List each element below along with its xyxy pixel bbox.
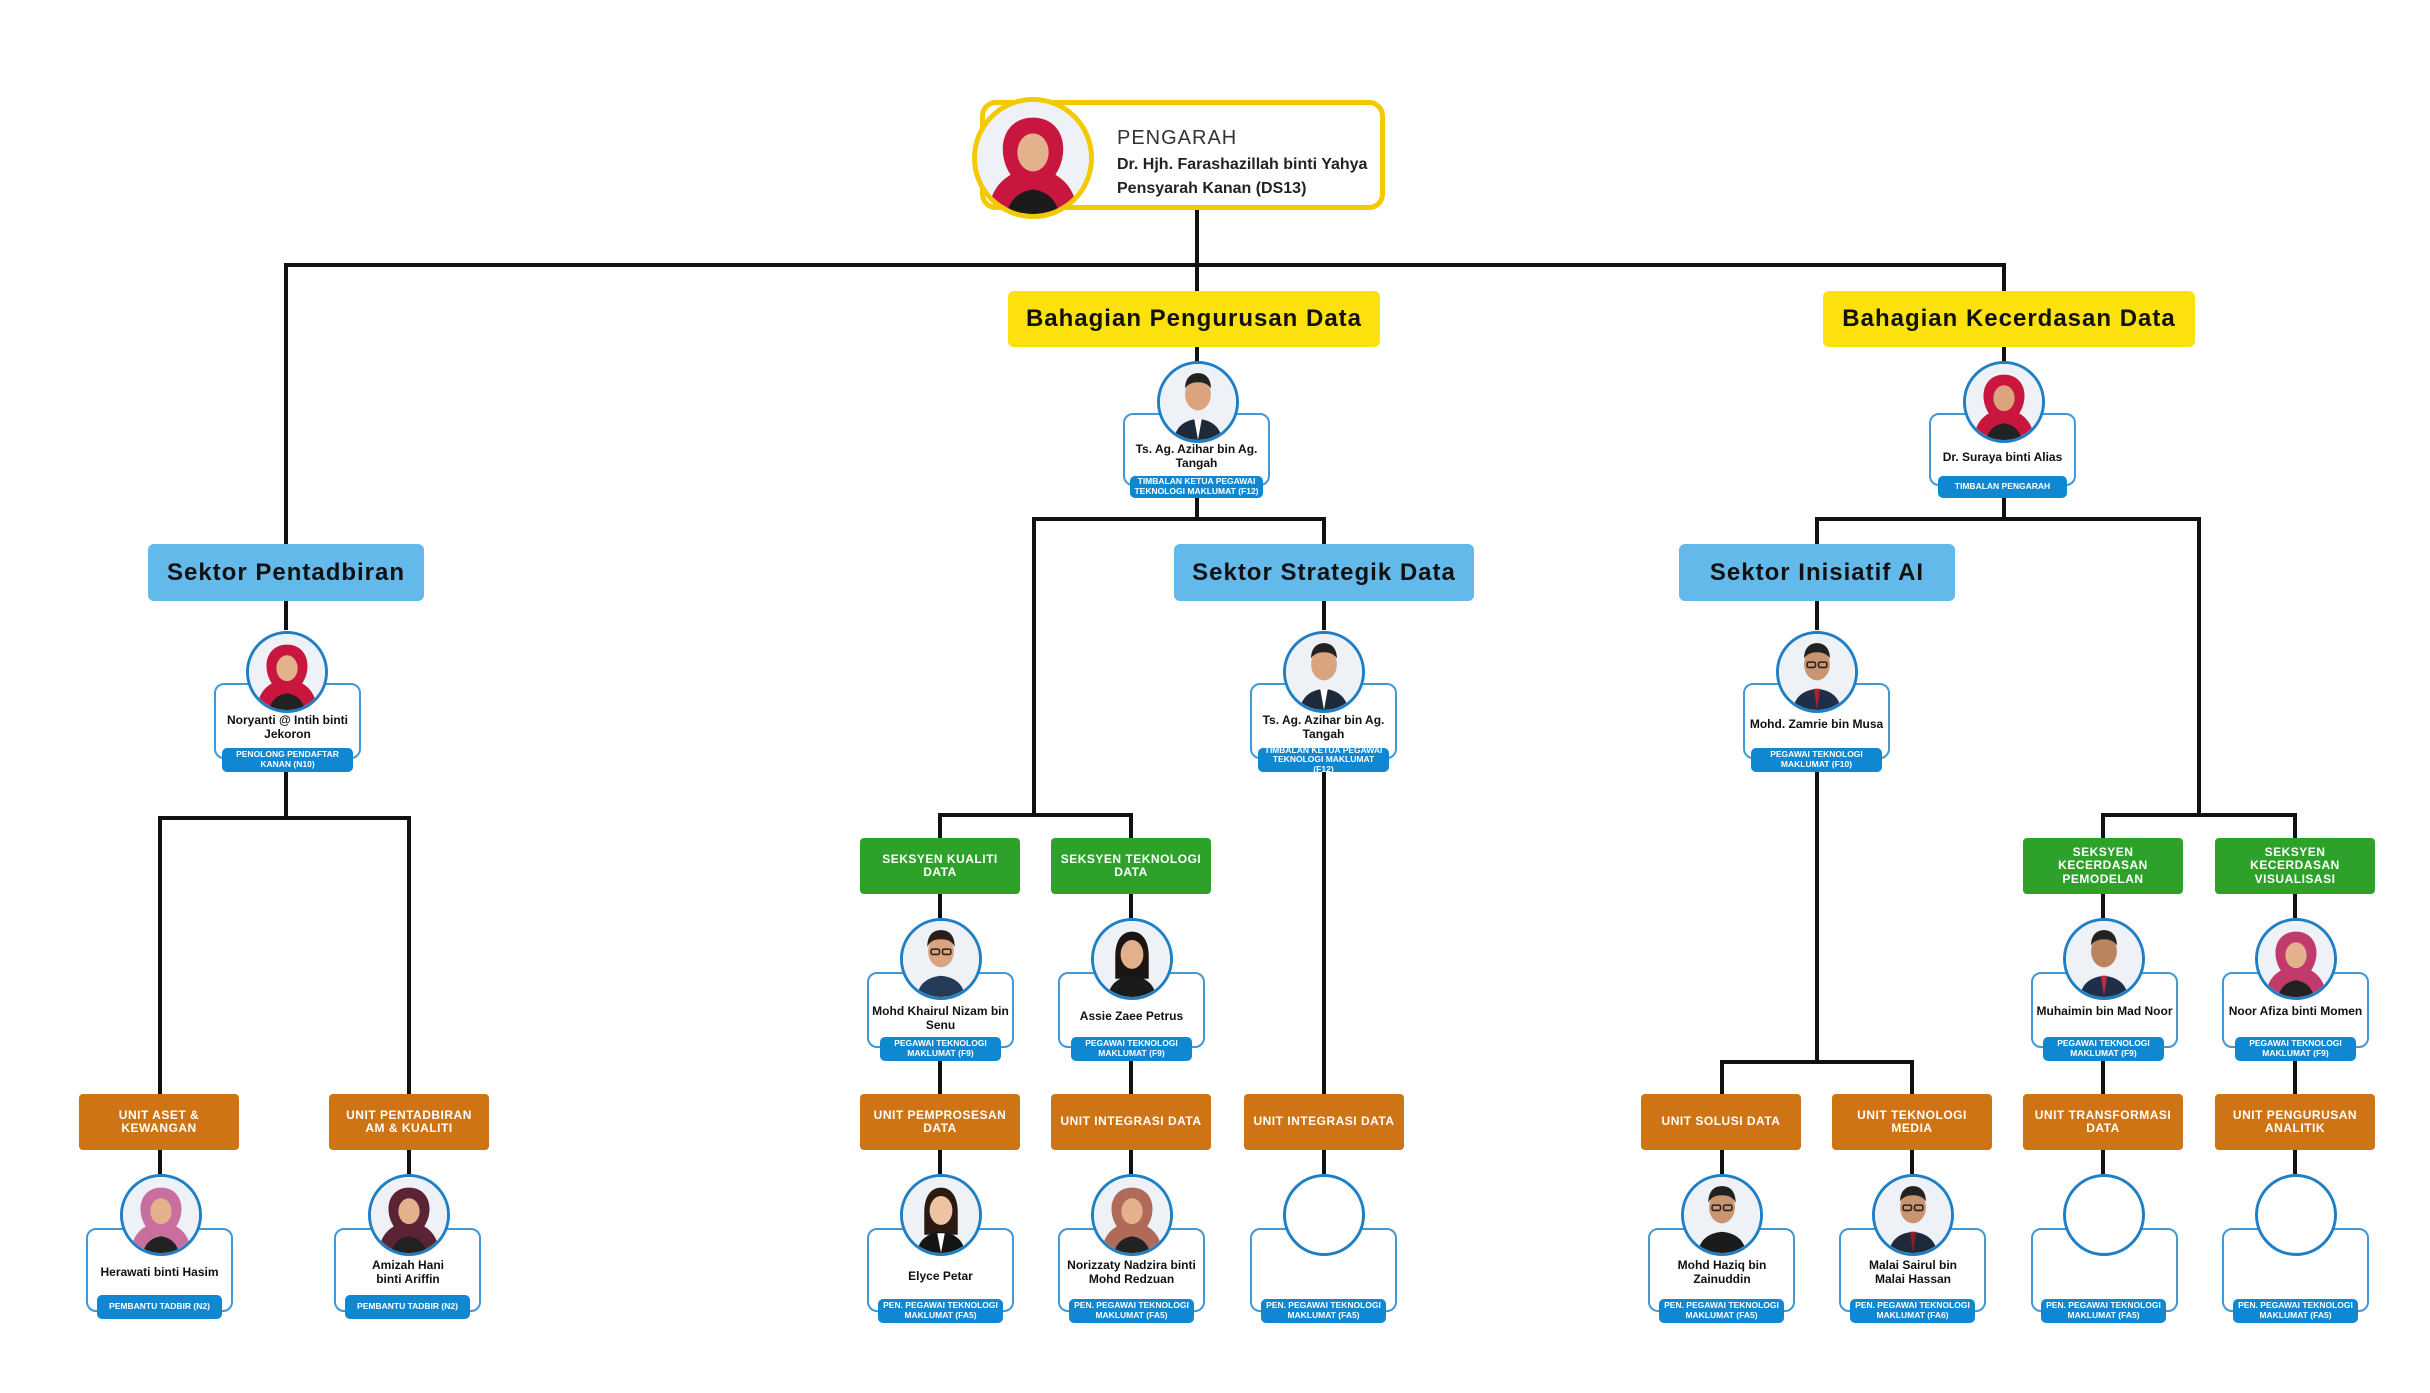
unit-box-integration-2: UNIT INTEGRASI DATA [1244,1094,1404,1150]
director-name: Dr. Hjh. Farashazillah binti Yahya [1117,156,1368,173]
person-male-icon [2066,921,2142,997]
unit-box-integration-1: UNIT INTEGRASI DATA [1051,1094,1211,1150]
unit-box-analytics-management: UNIT PENGURUSAN ANALITIK [2215,1094,2375,1150]
avatar-assets-staff [120,1174,202,1256]
unit-box-data-solution: UNIT SOLUSI DATA [1641,1094,1801,1150]
person-female-hijab-icon [249,634,325,710]
person-male-glasses-icon [1875,1177,1951,1253]
person-female-hijab-icon [1094,1177,1170,1253]
person-female-hijab-icon [371,1177,447,1253]
person-name-deputy-intel: Dr. Suraya binti Alias [1942,450,2063,464]
person-name-processing-staff: Elyce Petar [908,1269,973,1283]
avatar-placeholder-integration-staff-2 [1283,1174,1365,1256]
person-name-media-staff: Malai Sairul bin Malai Hassan [1868,1258,1958,1286]
person-title-visual-head: PEGAWAI TEKNOLOGI MAKLUMAT (F9) [2235,1037,2356,1061]
person-name-solution-staff: Mohd Haziq bin Zainuddin [1677,1258,1767,1286]
avatar-integration-staff-1 [1091,1174,1173,1256]
person-name-strategy-head: Ts. Ag. Azihar bin Ag. Tangah [1262,713,1385,741]
director-avatar [972,97,1094,219]
person-title-strategy-head: TIMBALAN KETUA PEGAWAI TEKNOLOGI MAKLUMA… [1258,745,1389,774]
person-title-media-staff: PEN. PEGAWAI TEKNOLOGI MAKLUMAT (FA6) [1850,1299,1975,1323]
person-title-deputy-data-mgmt: TIMBALAN KETUA PEGAWAI TEKNOLOGI MAKLUMA… [1130,476,1263,498]
avatar-deputy-data-mgmt [1157,361,1239,443]
person-female-hijab-icon [1966,364,2042,440]
person-title-model-head: PEGAWAI TEKNOLOGI MAKLUMAT (F9) [2043,1037,2164,1061]
unit-box-general-admin-quality: UNIT PENTADBIRAN AM & KUALITI [329,1094,489,1150]
person-female-hijab-icon [123,1177,199,1253]
avatar-media-staff [1872,1174,1954,1256]
person-male-icon [1160,364,1236,440]
person-title-integration-staff-1: PEN. PEGAWAI TEKNOLOGI MAKLUMAT (FA5) [1069,1299,1194,1323]
unit-box-data-processing: UNIT PEMPROSESAN DATA [860,1094,1020,1150]
person-name-model-head: Muhaimin bin Mad Noor [2036,1004,2173,1018]
connector-admin-split [158,768,288,1097]
person-female-icon [1094,921,1170,997]
person-name-admin-head: Noryanti @ Intih binti Jekoron [226,713,349,741]
sector-banner-administration: Sektor Pentadbiran [148,544,424,601]
section-box-visualisation-intelligence: SEKSYEN KECERDASAN VISUALISASI [2215,838,2375,894]
avatar-quality-head [900,918,982,1000]
division-banner-data-intelligence: Bahagian Kecerdasan Data [1823,291,2195,347]
avatar-ai-head [1776,631,1858,713]
sector-banner-data-strategy: Sektor Strategik Data [1174,544,1474,601]
person-male-glasses-icon [1684,1177,1760,1253]
avatar-admin-staff [368,1174,450,1256]
division-banner-data-management: Bahagian Pengurusan Data [1008,291,1380,347]
person-name-visual-head: Noor Afiza binti Momen [2228,1004,2363,1018]
avatar-model-head [2063,918,2145,1000]
unit-box-data-transformation: UNIT TRANSFORMASI DATA [2023,1094,2183,1150]
person-title-ai-head: PEGAWAI TEKNOLOGI MAKLUMAT (F10) [1751,748,1882,772]
person-name-quality-head: Mohd Khairul Nizam bin Senu [872,1004,1009,1032]
avatar-admin-head [246,631,328,713]
avatar-visual-head [2255,918,2337,1000]
person-title-transformation-staff: PEN. PEGAWAI TEKNOLOGI MAKLUMAT (FA5) [2041,1299,2166,1323]
person-title-processing-staff: PEN. PEGAWAI TEKNOLOGI MAKLUMAT (FA5) [878,1299,1003,1323]
person-female-hijab-icon [977,102,1089,214]
unit-box-media-technology: UNIT TEKNOLOGI MEDIA [1832,1094,1992,1150]
section-box-data-technology: SEKSYEN TEKNOLOGI DATA [1051,838,1211,894]
avatar-deputy-intel [1963,361,2045,443]
avatar-placeholder-analytics-staff [2255,1174,2337,1256]
person-male-glasses-icon [1779,634,1855,710]
section-box-modelling-intelligence: SEKSYEN KECERDASAN PEMODELAN [2023,838,2183,894]
person-title-admin-staff: PEMBANTU TADBIR (N2) [345,1295,470,1319]
avatar-processing-staff [900,1174,982,1256]
person-name-ai-head: Mohd. Zamrie bin Musa [1749,717,1884,731]
section-box-data-quality: SEKSYEN KUALITI DATA [860,838,1020,894]
avatar-strategy-head [1283,631,1365,713]
person-title-deputy-intel: TIMBALAN PENGARAH [1938,476,2067,498]
person-name-assets-staff: Herawati binti Hasim [100,1265,219,1279]
person-female-hijab-icon [2258,921,2334,997]
person-name-admin-staff: Amizah Hani binti Ariffin [371,1258,444,1286]
director-grade: Pensyarah Kanan (DS13) [1117,180,1307,197]
director-text: PENGARAH Dr. Hjh. Farashazillah binti Ya… [1117,127,1367,198]
person-male-icon [1286,634,1362,710]
avatar-tech-head [1091,918,1173,1000]
person-name-deputy-data-mgmt: Ts. Ag. Azihar bin Ag. Tangah [1135,442,1258,470]
avatar-solution-staff [1681,1174,1763,1256]
person-name-tech-head: Assie Zaee Petrus [1079,1009,1184,1023]
connector-admin-split-right [284,816,411,1097]
person-title-admin-head: PENOLONG PENDAFTAR KANAN (N10) [222,748,353,772]
sector-banner-ai-initiative: Sektor Inisiatif AI [1679,544,1955,601]
person-title-quality-head: PEGAWAI TEKNOLOGI MAKLUMAT (F9) [880,1037,1001,1061]
unit-box-assets-finance: UNIT ASET & KEWANGAN [79,1094,239,1150]
person-title-integration-staff-2: PEN. PEGAWAI TEKNOLOGI MAKLUMAT (FA5) [1261,1299,1386,1323]
person-name-integration-staff-1: Norizzaty Nadzira binti Mohd Redzuan [1067,1258,1196,1286]
person-title-solution-staff: PEN. PEGAWAI TEKNOLOGI MAKLUMAT (FA5) [1659,1299,1784,1323]
person-title-assets-staff: PEMBANTU TADBIR (N2) [97,1295,222,1319]
avatar-placeholder-transformation-staff [2063,1174,2145,1256]
person-female-icon [903,1177,979,1253]
director-role: PENGARAH [1117,127,1238,149]
person-title-tech-head: PEGAWAI TEKNOLOGI MAKLUMAT (F9) [1071,1037,1192,1061]
person-male-glasses-icon [903,921,979,997]
person-title-analytics-staff: PEN. PEGAWAI TEKNOLOGI MAKLUMAT (FA5) [2233,1299,2358,1323]
